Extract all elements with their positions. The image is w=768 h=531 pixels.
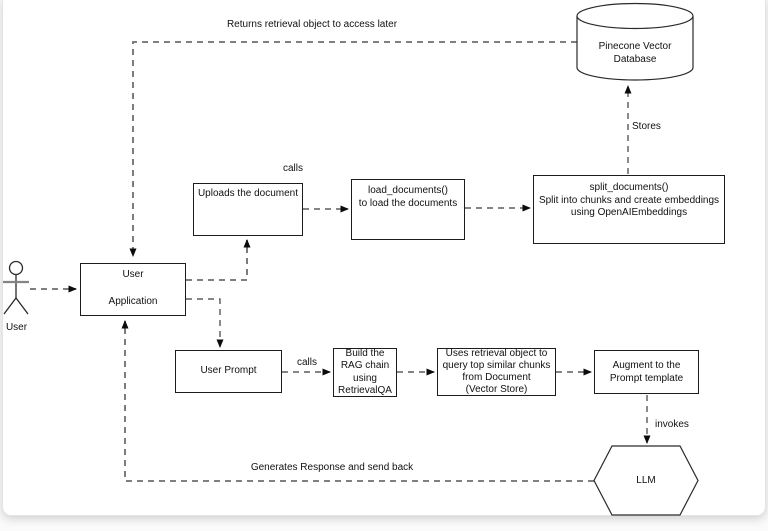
edge-label-generates-response: Generates Response and send back	[250, 462, 414, 473]
database-cylinder-shape	[576, 2, 694, 81]
node-label-line: from Document	[462, 372, 531, 383]
edge-app-to-user-prompt	[186, 298, 224, 348]
node-label-line: Build the	[345, 348, 385, 360]
user-actor-icon	[3, 260, 29, 315]
node-augment-prompt-template: Augment to the Prompt template	[594, 350, 699, 394]
node-label-line: Split into chunks and create embeddings	[538, 194, 720, 206]
node-label-line: using	[353, 372, 377, 384]
node-load-documents: load_documents() to load the documents	[351, 179, 465, 240]
node-uploads-document: Uploads the document	[193, 183, 303, 236]
node-pinecone-database: Pinecone Vector Database	[577, 40, 693, 66]
canvas-sheet	[2, 0, 766, 516]
edge-label-stores: Stores	[632, 121, 661, 132]
edge-label-calls-top: calls	[282, 163, 303, 174]
node-label: Uploads the document	[197, 188, 299, 199]
node-label: LLM	[636, 475, 656, 486]
edge-app-to-uploads	[186, 239, 251, 281]
user-actor-label: User	[5, 322, 28, 333]
node-label-line: Prompt template	[609, 373, 684, 384]
edge-label-returns-retrieval: Returns retrieval object to access later	[226, 19, 398, 30]
edge-label-calls-bottom: calls	[296, 357, 317, 368]
node-label-line: split_documents()	[589, 182, 669, 193]
node-uses-retrieval-object: Uses retrieval object to query top simil…	[437, 348, 556, 396]
edge-returns-retrieval-object	[129, 41, 577, 257]
node-label-line: (Vector Store)	[465, 384, 528, 395]
node-label-line: using OpenAIEmbeddings	[570, 207, 688, 218]
node-label-line: Pinecone Vector	[598, 41, 672, 52]
node-label-line: RAG chain	[340, 360, 390, 372]
node-user-prompt: User Prompt	[175, 350, 282, 393]
node-label-line: Application	[108, 295, 158, 307]
node-label-line: User	[122, 269, 144, 280]
node-label-line: Uses retrieval object to	[445, 348, 548, 359]
node-label: User Prompt	[200, 365, 257, 377]
node-label-line: query top similar chunks	[442, 360, 551, 371]
node-label-line: load_documents()	[367, 185, 449, 196]
node-label-line: to load the documents	[358, 197, 458, 209]
node-label-line: Augment to the	[612, 360, 681, 371]
node-label-line: Database	[613, 54, 657, 65]
node-split-documents: split_documents() Split into chunks and …	[533, 175, 725, 244]
llm-hexagon-shape	[593, 445, 699, 516]
node-user-application: User Application	[80, 263, 186, 316]
edge-label-invokes: invokes	[655, 419, 689, 430]
edge-llm-response-to-app	[121, 320, 594, 482]
node-llm: LLM	[594, 446, 698, 515]
node-build-rag-chain: Build the RAG chain using RetrievalQA	[333, 348, 397, 397]
node-label-line: RetrievalQA	[338, 384, 392, 396]
